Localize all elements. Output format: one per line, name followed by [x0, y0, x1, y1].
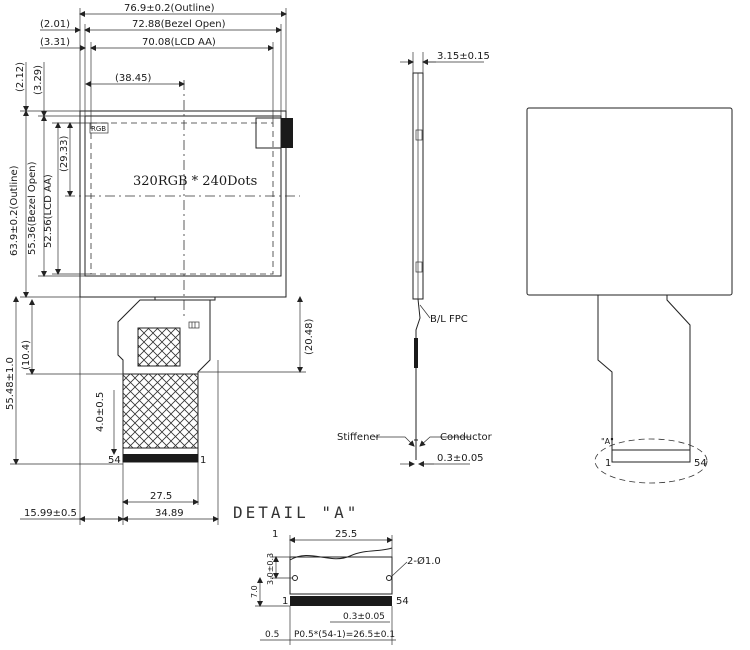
dim-center-3845: (38.45): [115, 73, 152, 84]
dim-w-3489: 34.89: [155, 508, 184, 519]
back-pin-54: 54: [694, 458, 707, 469]
detail-a: DETAIL "A" 25.5 1 2-Ø1.0 3.0±0.3 7.0 1 5…: [233, 503, 441, 645]
detail-pin-54: 54: [396, 596, 409, 607]
detail-contacts: [290, 596, 392, 606]
back-pin-1: 1: [605, 458, 611, 469]
side-bl-fpc: B/L FPC: [430, 314, 468, 325]
detail-title: DETAIL "A": [233, 503, 359, 522]
dim-fpc-104: (10.4): [21, 340, 32, 370]
lcd-active-area: [90, 122, 274, 275]
detail-hole: 2-Ø1.0: [407, 555, 441, 567]
dim-left-331: (3.31): [40, 37, 70, 48]
detail-h-70: 7.0: [250, 585, 259, 598]
dim-lcd-height: 52.56(LCD AA): [43, 174, 54, 248]
resolution-label: 320RGB * 240Dots: [133, 174, 257, 189]
side-thickness: 3.15±0.15: [437, 51, 490, 62]
dim-bezel-height: 55.36(Bezel Open): [27, 161, 38, 255]
dim-top-329: (3.29): [33, 65, 44, 95]
detail-outline: [289, 556, 393, 595]
front-view: RGB 320RGB * 240Dots 76.9±0.2(Outline) 7…: [5, 3, 315, 525]
fpc-contacts: [123, 454, 198, 462]
rgb-label: RGB: [91, 125, 106, 133]
detail-edge-05: 0.5: [265, 630, 279, 640]
detail-pin-1-lower: 1: [282, 596, 288, 607]
detail-pin-1: 1: [272, 529, 278, 540]
dim-top-212: (2.12): [15, 62, 26, 92]
back-panel: [526, 107, 733, 296]
side-fpc: [415, 298, 421, 460]
side-view: 3.15±0.15 B/L FPC Stiffener Conductor 0.…: [337, 51, 493, 467]
dim-total-5548: 55.48±1.0: [5, 357, 16, 410]
back-view: "A" 1 54: [526, 107, 733, 484]
dim-pitch-40: 4.0±0.5: [95, 392, 106, 432]
dim-center-2933: (29.33): [59, 135, 70, 172]
dim-fpc-2048: (20.48): [304, 318, 315, 355]
detail-a-circle: [594, 438, 708, 484]
dim-lcd-width: 70.08(LCD AA): [142, 37, 216, 48]
back-detail-marker: "A": [601, 437, 614, 446]
side-conductor: Conductor: [440, 432, 493, 443]
fpc-pin-1: 1: [200, 455, 206, 466]
connector-black: [281, 118, 293, 148]
dim-bezel-width: 72.88(Bezel Open): [132, 19, 226, 30]
detail-h-30: 3.0±0.3: [266, 553, 275, 585]
dim-w-275: 27.5: [150, 491, 172, 502]
detail-pitch-formula: P0.5*(54-1)=26.5±0.1: [294, 630, 395, 640]
fpc-hatch-small: [137, 327, 181, 367]
detail-w-255: 25.5: [335, 529, 357, 540]
fpc-hatch-large: [122, 373, 199, 449]
detail-gap-03: 0.3±0.05: [343, 612, 385, 622]
dim-w-1599: 15.99±0.5: [24, 508, 77, 519]
dim-outline-width: 76.9±0.2(Outline): [124, 3, 215, 14]
connector-block: [255, 117, 282, 149]
dim-outline-height: 63.9±0.2(Outline): [9, 165, 20, 256]
back-fpc: [597, 295, 691, 451]
detail-cut-edge: [289, 547, 393, 561]
dim-left-201: (2.01): [40, 19, 70, 30]
side-conductor-thickness: 0.3±0.05: [437, 453, 484, 464]
module-outline: [79, 110, 287, 298]
side-stiffener: Stiffener: [337, 432, 381, 443]
fpc-pin-54: 54: [108, 455, 121, 466]
